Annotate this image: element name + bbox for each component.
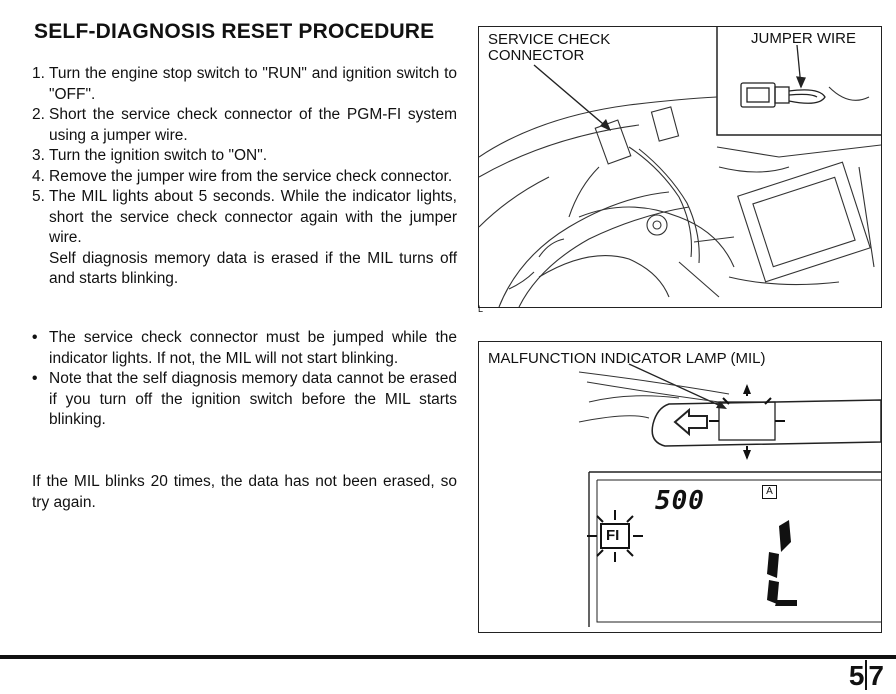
step-3: 3. Turn the ignition switch to "ON". (32, 146, 457, 167)
step-text: the ignition switch to "ON". (80, 147, 268, 164)
step-1: 1. Turn the engine stop switch to "RUN" … (32, 64, 457, 105)
note-item: • Note that the self diagnosis memory da… (32, 369, 457, 431)
step-4: 4. Remove the jumper wire from the servi… (32, 167, 457, 188)
procedure-steps: 1. Turn the engine stop switch to "RUN" … (32, 64, 457, 290)
step-5-note: Self diagnosis memory data is erased if … (49, 249, 457, 288)
mil-label: MALFUNCTION INDICATOR LAMP (MIL) (488, 350, 766, 367)
step-number: 4. (32, 167, 45, 185)
connector-label-line2: CONNECTOR (488, 47, 585, 64)
step-number: 2. (32, 106, 45, 123)
step-number: 5. (32, 188, 45, 205)
footer-rule (0, 655, 896, 659)
bullet: • (32, 370, 38, 387)
fi-lamp-icon (600, 523, 630, 549)
chapter-number: 5 (848, 660, 865, 691)
step-5: 5. The MIL lights about 5 seconds. While… (32, 187, 457, 249)
step-text: the engine stop switch to "RUN" and igni… (49, 65, 457, 103)
note-item: • The service check connector must be ju… (32, 328, 457, 369)
step-number: 3. (32, 147, 45, 164)
page-separator (865, 660, 868, 690)
figure-corner-mark: L (478, 304, 484, 314)
connector-illustration (479, 27, 881, 307)
blink-rays (709, 386, 785, 458)
mil-figure: MALFUNCTION INDICATOR LAMP (MIL) 500 A F… (478, 341, 882, 633)
step-text: the jumper wire from the service check c… (106, 167, 453, 185)
page-index: 7 (868, 660, 884, 691)
mode-badge: A (762, 485, 777, 499)
meter-illustration (578, 363, 881, 627)
step-verb: Turn (49, 147, 81, 164)
step-text: MIL lights about 5 seconds. While the in… (49, 188, 457, 246)
step-verb: Turn (49, 65, 81, 82)
connector-label-line1: SERVICE CHECK (488, 31, 611, 48)
step-verb: Short (49, 106, 87, 123)
service-connector-figure: SERVICE CHECK CONNECTOR JUMPER WIRE (478, 26, 882, 308)
bar-segments (767, 520, 797, 606)
engine-bay-sketch (479, 86, 881, 307)
note-text: The service check connector must be jump… (49, 329, 457, 367)
step-verb: The (49, 188, 76, 205)
bullet: • (32, 329, 38, 346)
step-text: the service check connector of the PGM-F… (49, 106, 457, 144)
note-text: Note that the self diagnosis memory data… (49, 370, 457, 428)
jumper-wire-label: JUMPER WIRE (751, 30, 856, 47)
jumper-wire-icon (740, 44, 826, 108)
notes-list: • The service check connector must be ju… (32, 328, 457, 431)
page-title: SELF-DIAGNOSIS RESET PROCEDURE (34, 20, 435, 43)
speed-readout: 500 (655, 486, 705, 516)
turn-arrow-icon (673, 407, 708, 437)
step-2: 2. Short the service check connector of … (32, 105, 457, 146)
step-number: 1. (32, 65, 45, 82)
fi-label: FI (606, 527, 620, 544)
step-verb: Remove (49, 167, 107, 185)
closing-paragraph: If the MIL blinks 20 times, the data has… (32, 473, 457, 511)
